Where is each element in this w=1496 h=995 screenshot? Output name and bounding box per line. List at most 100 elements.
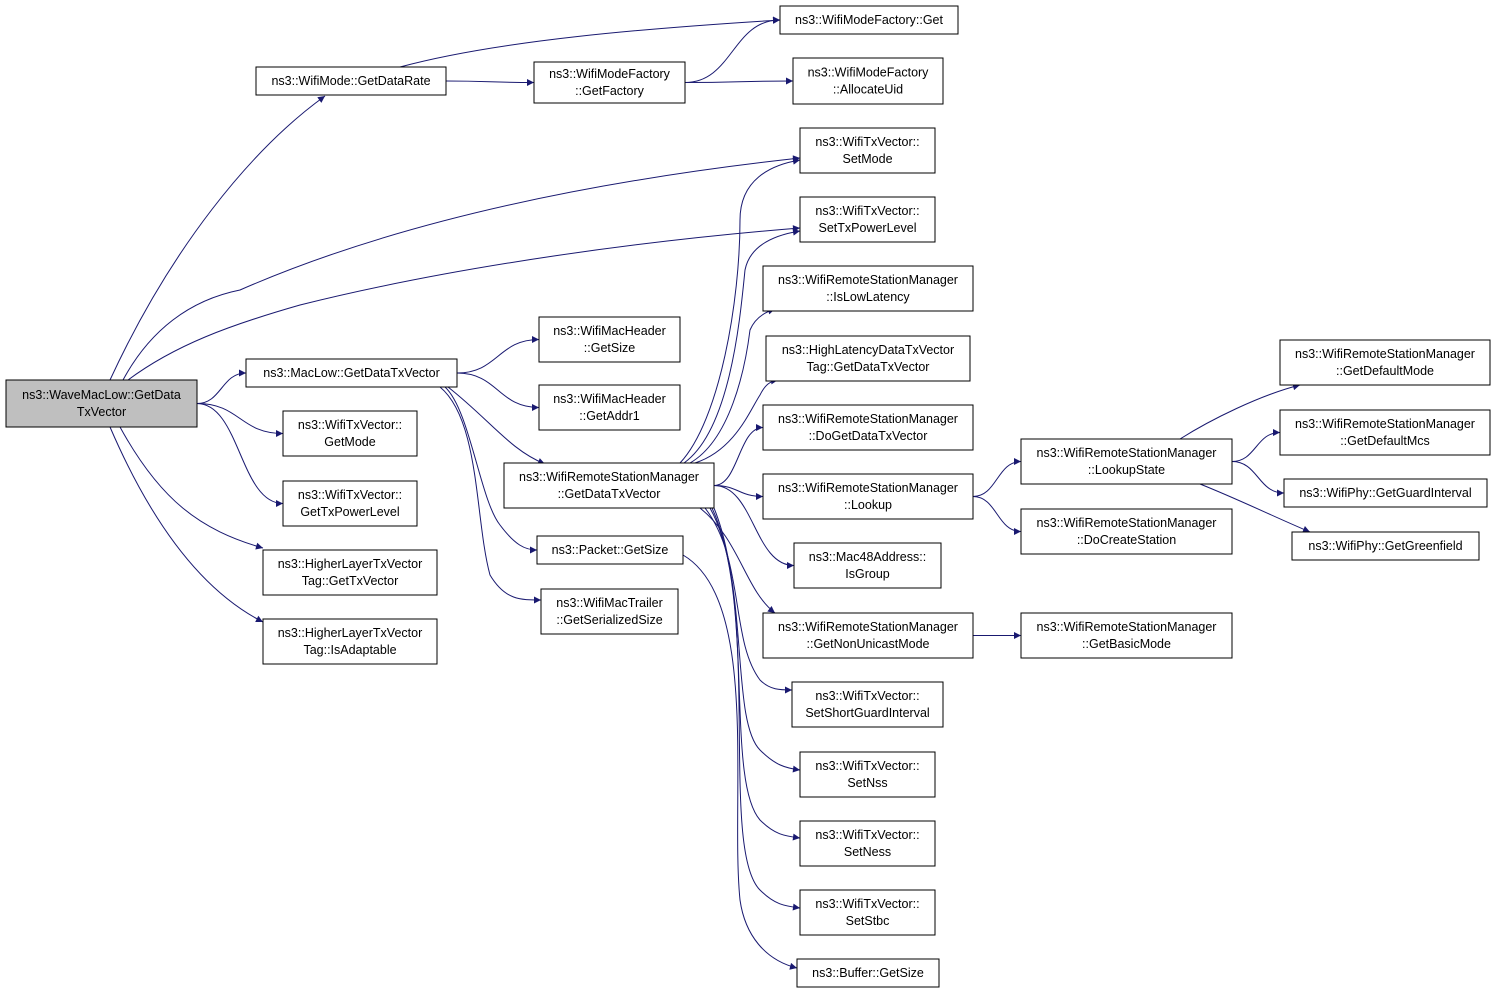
node-getfactory[interactable]: ns3::WifiModeFactory::GetFactory [533, 61, 686, 104]
node-label: ns3::WifiMacHeader [553, 392, 666, 406]
node-setnss[interactable]: ns3::WifiTxVector::SetNss [799, 751, 936, 798]
node-settxpower[interactable]: ns3::WifiTxVector::SetTxPowerLevel [799, 196, 936, 243]
node-islowlat[interactable]: ns3::WifiRemoteStationManager::IsLowLate… [762, 265, 974, 312]
edge-wrsmget-to-lookup [713, 485, 764, 500]
node-box [262, 549, 438, 596]
edge-lookupstate-to-guardint [1231, 461, 1285, 497]
node-box [762, 404, 974, 451]
node-label: SetTxPowerLevel [819, 221, 917, 235]
node-label: ns3::WifiRemoteStationManager [778, 412, 958, 426]
edge-pktsize-to-bufsize [682, 554, 798, 970]
node-label: ::IsLowLatency [826, 290, 910, 304]
node-label: ns3::HigherLayerTxVector [278, 557, 423, 571]
node-label: ns3::WifiTxVector:: [815, 828, 919, 842]
node-root[interactable]: ns3::WaveMacLow::GetDataTxVector [5, 379, 198, 428]
node-getdatarate[interactable]: ns3::WifiMode::GetDataRate [255, 66, 447, 96]
edge-root-to-maclowget [196, 369, 247, 404]
node-label: ::GetSize [584, 341, 635, 355]
node-box [1020, 438, 1233, 485]
node-pktsize[interactable]: ns3::Packet::GetSize [536, 535, 684, 565]
node-lookupstate[interactable]: ns3::WifiRemoteStationManager::LookupSta… [1020, 438, 1233, 485]
node-label: ns3::WifiMode::GetDataRate [271, 74, 430, 88]
node-box [792, 57, 944, 105]
edge-wrsmget-to-isgroup [713, 485, 795, 569]
node-hdrsize[interactable]: ns3::WifiMacHeader::GetSize [538, 316, 681, 363]
edge-lookupstate-to-defmcs [1231, 429, 1281, 462]
node-setmode[interactable]: ns3::WifiTxVector::SetMode [799, 127, 936, 174]
node-box [533, 61, 686, 104]
node-label: ns3::WifiPhy::GetGuardInterval [1299, 486, 1471, 500]
edge-wrsmget-to-setstbc [713, 507, 801, 911]
node-label: ns3::WifiTxVector:: [815, 897, 919, 911]
node-label: ::GetAddr1 [579, 409, 639, 423]
node-label: ns3::WifiRemoteStationManager [519, 470, 699, 484]
node-docreate[interactable]: ns3::WifiRemoteStationManager::DoCreateS… [1020, 508, 1233, 555]
node-label: TxVector [77, 405, 126, 419]
edge-maclowget-to-hdraddr1 [456, 372, 540, 411]
node-label: ns3::WifiTxVector:: [815, 135, 919, 149]
node-defmcs[interactable]: ns3::WifiRemoteStationManager::GetDefaul… [1279, 409, 1491, 456]
node-label: ns3::WifiRemoteStationManager [778, 620, 958, 634]
edge-getdatarate-to-getfactory [445, 78, 535, 86]
edge-getdatarate-to-mfget [399, 16, 781, 68]
node-box [540, 588, 679, 635]
node-box [503, 462, 715, 509]
node-box [262, 618, 438, 665]
edge-root-to-hltget [119, 426, 264, 550]
edge-getfactory-to-allocuid [684, 77, 794, 85]
node-label: ::DoCreateStation [1077, 533, 1176, 547]
node-bufsize[interactable]: ns3::Buffer::GetSize [796, 958, 940, 988]
edge-lookupstate-to-greenfield [1199, 483, 1311, 533]
node-mfget[interactable]: ns3::WifiModeFactory::Get [779, 5, 959, 35]
edge-root-to-hltadapt [109, 426, 264, 623]
node-guardint[interactable]: ns3::WifiPhy::GetGuardInterval [1283, 478, 1488, 508]
node-label: ::DoGetDataTxVector [809, 429, 928, 443]
node-label: ns3::WifiTxVector:: [815, 204, 919, 218]
node-defmode[interactable]: ns3::WifiRemoteStationManager::GetDefaul… [1279, 339, 1491, 386]
node-label: ns3::WifiRemoteStationManager [1295, 417, 1475, 431]
node-label: GetMode [324, 435, 375, 449]
node-label: ns3::WifiMacHeader [553, 324, 666, 338]
node-label: ns3::WaveMacLow::GetData [22, 388, 181, 402]
node-trailer[interactable]: ns3::WifiMacTrailer::GetSerializedSize [540, 588, 679, 635]
node-label: ns3::WifiTxVector:: [298, 488, 402, 502]
edge-lookupstate-to-defmode [1179, 383, 1301, 440]
edges-layer [109, 16, 1311, 970]
node-label: ns3::WifiPhy::GetGreenfield [1308, 539, 1462, 553]
node-box [282, 410, 418, 457]
node-isgroup[interactable]: ns3::Mac48Address::IsGroup [793, 542, 942, 589]
node-box [255, 66, 447, 96]
node-label: ns3::Mac48Address:: [809, 550, 926, 564]
node-box [1279, 339, 1491, 386]
node-label: ns3::WifiRemoteStationManager [1037, 516, 1217, 530]
edge-maclowget-to-wrsmget [447, 386, 546, 465]
node-allocuid[interactable]: ns3::WifiModeFactory::AllocateUid [792, 57, 944, 105]
node-label: ns3::Buffer::GetSize [812, 966, 924, 980]
node-label: ::GetDefaultMcs [1340, 434, 1430, 448]
node-lookup[interactable]: ns3::WifiRemoteStationManager::Lookup [762, 473, 974, 520]
node-label: ::GetNonUnicastMode [807, 637, 930, 651]
node-wrsmget[interactable]: ns3::WifiRemoteStationManager::GetDataTx… [503, 462, 715, 509]
node-gettxpower[interactable]: ns3::WifiTxVector::GetTxPowerLevel [282, 480, 418, 527]
node-hdraddr1[interactable]: ns3::WifiMacHeader::GetAddr1 [538, 384, 681, 431]
edge-wrsmget-to-setmode [679, 157, 801, 464]
node-maclowget[interactable]: ns3::MacLow::GetDataTxVector [245, 358, 458, 388]
node-setstbc[interactable]: ns3::WifiTxVector::SetStbc [799, 889, 936, 936]
edge-wrsmget-to-settxpower [683, 228, 801, 464]
node-nonunicast[interactable]: ns3::WifiRemoteStationManager::GetNonUni… [762, 612, 974, 659]
node-greenfield[interactable]: ns3::WifiPhy::GetGreenfield [1291, 531, 1480, 561]
node-label: ns3::HighLatencyDataTxVector [782, 343, 954, 357]
node-label: ns3::WifiModeFactory::Get [795, 13, 943, 27]
edge-maclowget-to-trailer [439, 386, 542, 604]
node-setsgi[interactable]: ns3::WifiTxVector::SetShortGuardInterval [791, 681, 944, 728]
edge-root-to-getdatarate [109, 95, 326, 381]
node-dogetdata[interactable]: ns3::WifiRemoteStationManager::DoGetData… [762, 404, 974, 451]
node-box [5, 379, 198, 428]
node-hldtag[interactable]: ns3::HighLatencyDataTxVectorTag::GetData… [765, 335, 971, 382]
node-box [799, 196, 936, 243]
node-setness[interactable]: ns3::WifiTxVector::SetNess [799, 820, 936, 867]
node-getmode[interactable]: ns3::WifiTxVector::GetMode [282, 410, 418, 457]
node-basicmode[interactable]: ns3::WifiRemoteStationManager::GetBasicM… [1020, 612, 1233, 659]
